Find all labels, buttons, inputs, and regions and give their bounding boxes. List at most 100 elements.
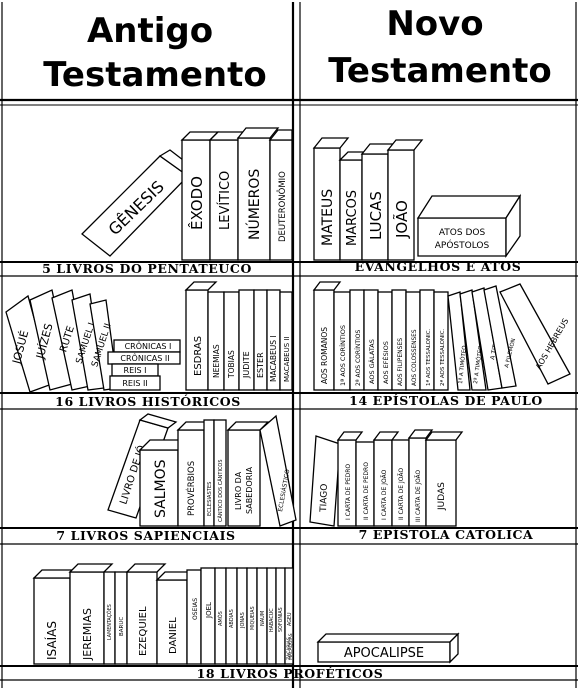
book-naum-label: NAUM: [260, 611, 266, 626]
book-salmos: SALMOS: [138, 439, 190, 527]
book-esdras-label: ESDRAS: [193, 336, 204, 376]
book-atos: ATOS DOS APÓSTOLOS: [416, 193, 522, 259]
book-mateus: MATEUS: [312, 137, 350, 261]
book-ezequiel: EZEQUIEL: [125, 563, 167, 665]
book-tessal2-label: 2ª AOS TESSALONIC.: [439, 328, 446, 386]
book-romanos: AOS ROMANOS: [312, 281, 342, 391]
book-lucas-label: LUCAS: [367, 191, 385, 240]
book-judite-label: JUDITE: [242, 351, 251, 379]
book-oseias-label: OSEIAS: [192, 598, 199, 620]
book-marcos-label: MARCOS: [345, 190, 360, 246]
book-naum: NAUM: [256, 567, 268, 665]
book-pedro1: I CARTA DE PEDRO: [336, 431, 364, 527]
book-macabeus2: MACABEUS II: [279, 291, 293, 391]
book-oseias: OSEIAS: [186, 569, 202, 665]
book-judas-label: JUDAS: [437, 482, 447, 511]
book-tobias: TOBIAS: [223, 291, 240, 391]
book-genesis: GÊNESIS: [81, 149, 198, 257]
book-apocalipse: APOCALIPSE: [316, 632, 460, 664]
nt-title-line2: Testamento: [328, 51, 551, 91]
book-isaias: ISAÍAS: [32, 569, 80, 665]
book-cantico-label: CÂNTICO DOS CÂNTICOS: [217, 459, 224, 522]
book-joao: JOÃO: [386, 139, 424, 261]
shelf-label-sapienciais: 7 LIVROS SAPIENCIAIS: [56, 528, 235, 543]
book-reis1-label: REIS I: [124, 366, 147, 375]
book-habacuc: HABACUC: [266, 567, 277, 665]
book-colossenses-label: AOS COLOSSENSES: [412, 329, 418, 386]
book-amos-label: AMÓS: [217, 611, 224, 626]
ot-title-line2: Testamento: [43, 55, 266, 95]
book-apocalipse-label: APOCALIPSE: [344, 646, 424, 661]
book-ester-label: ESTER: [256, 352, 265, 378]
book-joao-label: JOÃO: [392, 200, 411, 239]
book-galatas: AOS GÁLATAS: [363, 289, 379, 391]
book-galatas-label: AOS GÁLATAS: [367, 339, 376, 384]
book-jeremias: JEREMIAS: [68, 563, 114, 665]
book-corintios1-label: 1ª AOS CORÍNTIOS: [338, 325, 347, 386]
book-efesios: AOS EFÉSIOS: [377, 291, 393, 391]
book-filipenses-label: AOS FILIPENSES: [397, 338, 404, 386]
book-numeros: NÚMEROS: [236, 127, 280, 261]
book-filipenses: AOS FILIPENSES: [391, 289, 407, 391]
nt-title-line1: Novo: [386, 4, 483, 44]
shelf-label-evangelhos: EVANGELHOS E ATOS: [355, 259, 522, 274]
shelf-label-paulo: 14 EPÍSTOLAS DE PAULO: [349, 393, 543, 408]
book-joao3-label: III CARTA DE JOÃO: [415, 470, 422, 522]
book-miqueias-label: MIQUEIAS: [250, 606, 256, 630]
book-proverbios-label: PROVÉRBIOS: [185, 461, 197, 516]
upright-historical-books: ESDRAS NEEMIAS TOBIAS JUDITE ESTER MACAB…: [184, 281, 293, 391]
book-judite: JUDITE: [238, 289, 255, 391]
book-reis1: REIS I: [111, 363, 159, 377]
book-atos-label-1: ATOS DOS: [439, 228, 486, 238]
book-efesios-label: AOS EFÉSIOS: [381, 341, 390, 384]
shelf-label-catolica: 7 EPÍSTOLA CATÓLICA: [359, 526, 534, 542]
book-proverbios: PROVÉRBIOS: [176, 421, 214, 527]
book-macabeus1-label: MACABEUS I: [269, 335, 278, 382]
book-joel: JOEL: [200, 567, 216, 665]
book-neemias: NEEMIAS: [207, 291, 225, 391]
shelf-label-pentateuco: 5 LIVROS DO PENTATEUCO: [42, 261, 252, 276]
book-samuel1: SAMUEL I: [71, 293, 105, 391]
book-mateus-label: MATEUS: [320, 189, 336, 246]
book-lucas: LUCAS: [360, 143, 398, 261]
book-judas: JUDAS: [424, 431, 464, 527]
book-timoteo1-label: 1ª A TIMÓTEO: [457, 344, 468, 384]
book-ester: ESTER: [253, 289, 268, 391]
stacked-books-group: CRÔNICAS I CRÔNICAS II REIS I REIS II: [107, 339, 181, 391]
book-macabeus2-label: MACABEUS II: [283, 336, 291, 382]
book-reis2-label: REIS II: [122, 379, 147, 388]
book-isaias-label: ISAÍAS: [44, 621, 59, 660]
book-joao1-label: I CARTA DE JOÃO: [381, 469, 388, 520]
book-sabedoria: LIVRO DA SABEDORIA: [226, 421, 270, 527]
book-salmos-label: SALMOS: [153, 459, 169, 518]
book-esdras: ESDRAS: [184, 281, 218, 391]
book-cronicas2: CRÔNICAS II: [107, 351, 181, 365]
book-tobias-label: TOBIAS: [227, 350, 236, 379]
book-jeremias-label: JEREMIAS: [81, 608, 94, 661]
book-sofonias: SOFONIAS: [275, 567, 286, 665]
book-daniel: DANIEL: [155, 571, 197, 665]
book-jonas-label: JONAS: [240, 612, 246, 629]
book-cantico: CÂNTICO DOS CÂNTICOS: [213, 419, 227, 527]
book-juizes: JUÍZES: [29, 289, 73, 391]
book-malaquias: MALAQUIAS: [288, 633, 294, 660]
pauline-epistles-group: AOS ROMANOS 1ª AOS CORÍNTIOS 2ª AOS CORÍ…: [312, 281, 571, 391]
book-habacuc-label: HABACUC: [269, 608, 275, 632]
book-lamentacoes: LAMENTAÇÕES: [103, 571, 116, 665]
book-timoteo2: 2ª A TIMÓTEO: [459, 289, 487, 391]
book-timoteo1: 1ª A TIMÓTEO: [447, 291, 471, 391]
book-numeros-label: NÚMEROS: [245, 169, 263, 240]
book-ageu: AGEU: [284, 567, 294, 665]
book-atos-label-2: APÓSTOLOS: [435, 239, 490, 251]
book-levitico: LEVÍTICO: [208, 131, 248, 261]
book-pedro2-label: II CARTA DE PEDRO: [363, 462, 370, 520]
book-romanos-label: AOS ROMANOS: [320, 327, 329, 384]
book-josue: JOSUÉ: [5, 294, 53, 393]
book-corintios2: 2ª AOS CORÍNTIOS: [349, 289, 365, 391]
ot-title-line1: Antigo: [87, 11, 213, 51]
book-baruc: BARUC: [114, 571, 128, 665]
book-miqueias: MIQUEIAS: [246, 567, 258, 665]
book-eclesiastes: ECLESIASTES: [203, 419, 215, 527]
